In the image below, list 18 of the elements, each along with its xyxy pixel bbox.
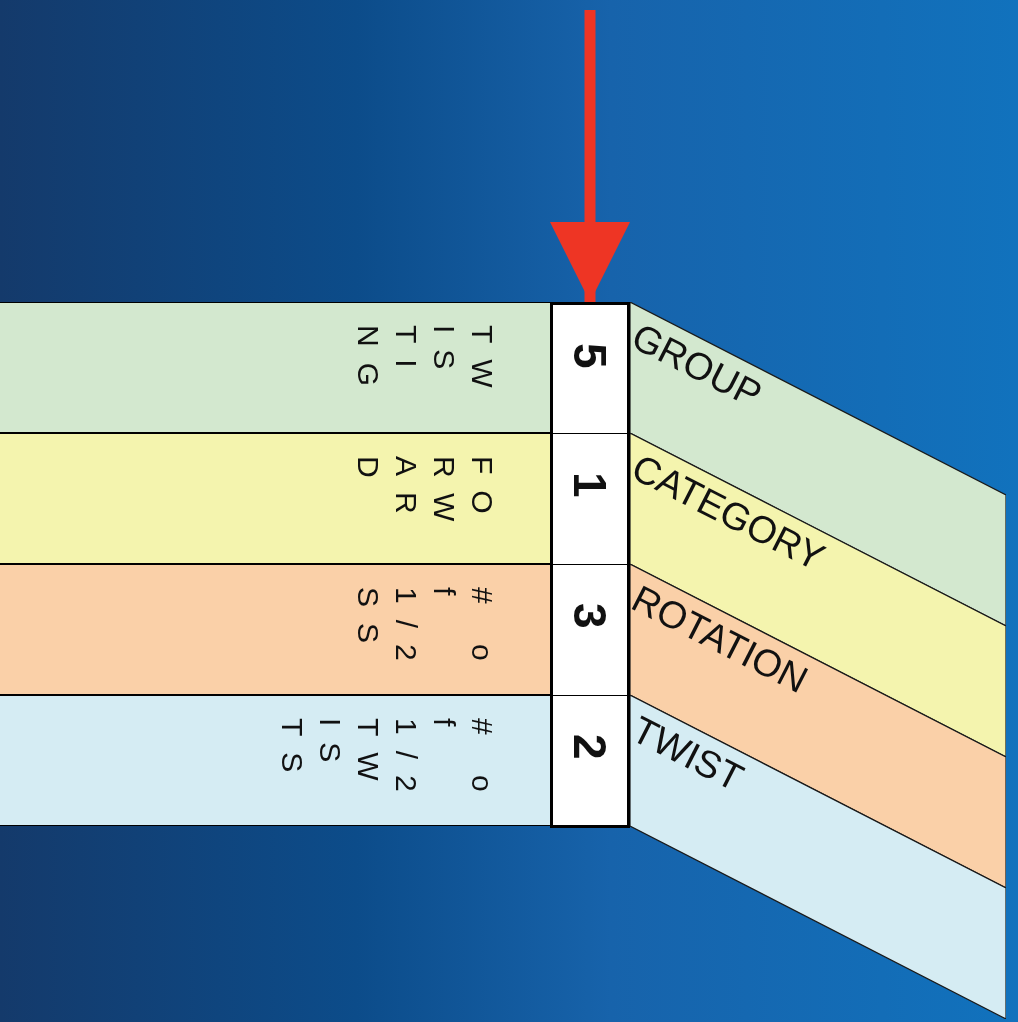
- description-cell: [0, 433, 552, 564]
- dive-digit: 3: [567, 603, 613, 629]
- description-cell: [0, 564, 552, 695]
- dive-digit: 2: [567, 734, 613, 760]
- digit-cell: [550, 433, 630, 564]
- cell-text: # of 1/2 SS: [351, 587, 500, 679]
- digit-cell: [550, 564, 630, 695]
- description-cell: [0, 695, 552, 826]
- description-cell: [0, 302, 552, 433]
- arrow: [550, 10, 630, 302]
- digit-cell: [550, 695, 630, 828]
- cell-text: # of 1/2 TWISTS: [275, 718, 500, 810]
- category-band: [630, 695, 1006, 1019]
- dive-digit: 1: [567, 472, 613, 498]
- digit-cell: [550, 302, 630, 433]
- cell-text: FORWARD: [351, 456, 500, 540]
- dive-digit: 5: [567, 343, 613, 369]
- cell-text: TWISTING: [351, 325, 500, 406]
